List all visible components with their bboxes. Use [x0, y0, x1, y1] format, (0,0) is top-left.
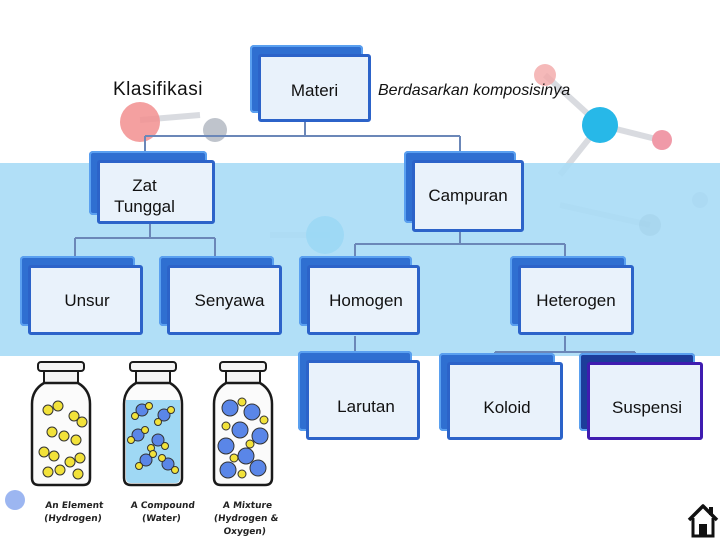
mixture-jar-caption: A Mixture (Hydrogen & Oxygen)	[194, 500, 298, 539]
node-materi: Materi	[250, 45, 371, 122]
node-larutan: Larutan	[298, 351, 420, 440]
compound-jar	[122, 360, 184, 487]
element-jar-title: An Element	[44, 501, 104, 511]
node-materi-label: Materi	[290, 81, 339, 100]
classification-title: Klasifikasi	[113, 79, 203, 100]
node-homogen: Homogen	[299, 256, 420, 335]
node-senyawa-label: Senyawa	[194, 291, 265, 310]
node-zat-tunggal: Zat Tunggal	[89, 151, 215, 224]
mixture-jar-title: A Mixture	[222, 501, 273, 511]
node-larutan-label: Larutan	[337, 397, 395, 416]
node-heterogen-label: Heterogen	[536, 291, 616, 310]
mixture-jar-sub: (Hydrogen & Oxygen)	[213, 514, 279, 537]
node-senyawa: Senyawa	[159, 256, 282, 335]
jars-illustration	[30, 360, 274, 487]
home-icon[interactable]	[686, 502, 720, 538]
node-campuran-label: Campuran	[428, 186, 508, 205]
node-heterogen: Heterogen	[510, 256, 634, 335]
node-koloid-label: Koloid	[483, 398, 531, 417]
node-homogen-label: Homogen	[329, 291, 403, 310]
compound-jar-caption: A Compound (Water)	[121, 500, 204, 526]
element-jar	[30, 360, 92, 487]
node-suspensi: Suspensi	[579, 353, 703, 440]
node-campuran: Campuran	[404, 151, 524, 232]
element-jar-caption: An Element (Hydrogen)	[35, 500, 113, 526]
node-unsur-label: Unsur	[64, 291, 110, 310]
node-unsur: Unsur	[20, 256, 143, 335]
node-koloid: Koloid	[439, 353, 563, 440]
compound-jar-title: A Compound	[130, 501, 196, 511]
mixture-jar	[212, 360, 274, 487]
node-suspensi-label: Suspensi	[612, 398, 682, 417]
composition-subtitle: Berdasarkan komposisinya	[378, 82, 571, 99]
compound-jar-sub: (Water)	[141, 514, 182, 524]
node-zat-tunggal-label: Zat Tunggal	[114, 176, 175, 216]
element-jar-sub: (Hydrogen)	[43, 514, 103, 524]
